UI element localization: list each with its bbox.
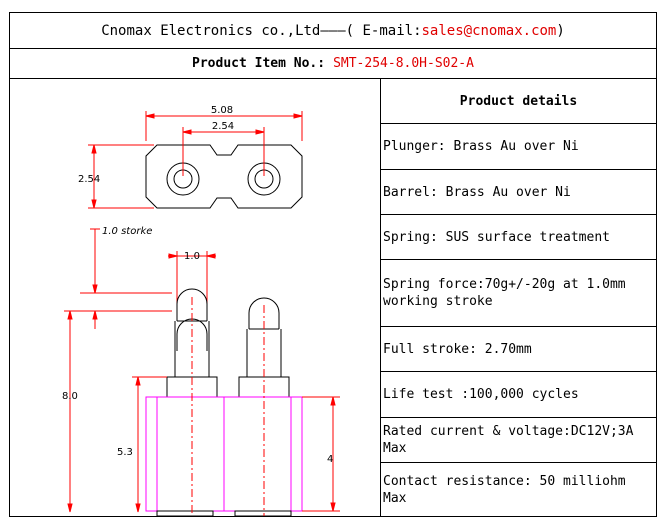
centerlines (191, 297, 265, 516)
detail-full-stroke: Full stroke: 2.70mm (381, 327, 656, 372)
top-view (145, 144, 303, 209)
item-number: SMT-254-8.0H-S02-A (333, 55, 474, 71)
dim-4 (302, 396, 340, 512)
details-title: Product details (381, 79, 656, 124)
drawing-svg: 5.08 2.54 2.54 (62, 105, 340, 517)
dim-4-label: 4 (327, 454, 333, 465)
stroke-label: 1.0 storke (102, 226, 152, 237)
product-item-row: Product Item No.: SMT-254-8.0H-S02-A (10, 48, 656, 79)
header-close: ) (556, 22, 565, 39)
dim-2-54-top (182, 127, 265, 176)
detail-rated-current: Rated current & voltage:DC12V;3A Max (381, 418, 656, 463)
dim-2-54-top-label: 2.54 (212, 121, 234, 132)
detail-life-test: Life test :100,000 cycles (381, 372, 656, 418)
dim-5-3 (132, 376, 167, 513)
email-link[interactable]: sales@cnomax.com (421, 22, 557, 39)
dim-1-0 (168, 251, 216, 305)
dim-5-08 (145, 111, 303, 141)
detail-plunger: Plunger: Brass Au over Ni (381, 124, 656, 170)
dim-5-3-label: 5.3 (117, 447, 133, 458)
technical-drawing: 5.08 2.54 2.54 (10, 79, 381, 517)
dim-5-08-label: 5.08 (211, 105, 233, 116)
detail-contact-resistance: Contact resistance: 50 milliohm Max (383, 473, 626, 506)
dim-stroke (80, 228, 172, 329)
company-header: Cnomax Electronics co.,Ltd———( E-mail: s… (10, 13, 656, 49)
dim-8-0 (64, 310, 172, 513)
dim-2-54-side (88, 144, 154, 209)
dim-2-54-side-label: 2.54 (78, 174, 100, 185)
detail-spring: Spring: SUS surface treatment (381, 215, 656, 260)
pin-feet (156, 510, 292, 517)
spec-sheet: Cnomax Electronics co.,Ltd———( E-mail: s… (9, 12, 657, 517)
product-details-table: Product details Plunger: Brass Au over N… (381, 79, 656, 516)
insulator-body (145, 396, 303, 512)
company-name: Cnomax Electronics co.,Ltd———( E-mail: (101, 22, 422, 39)
detail-spring-force: Spring force:70g+/-20g at 1.0mm working … (381, 260, 656, 327)
dim-1-0-label: 1.0 (184, 251, 200, 262)
dim-8-0-label: 8.0 (62, 391, 78, 402)
detail-barrel: Barrel: Brass Au over Ni (381, 170, 656, 215)
item-label: Product Item No.: (192, 55, 326, 71)
